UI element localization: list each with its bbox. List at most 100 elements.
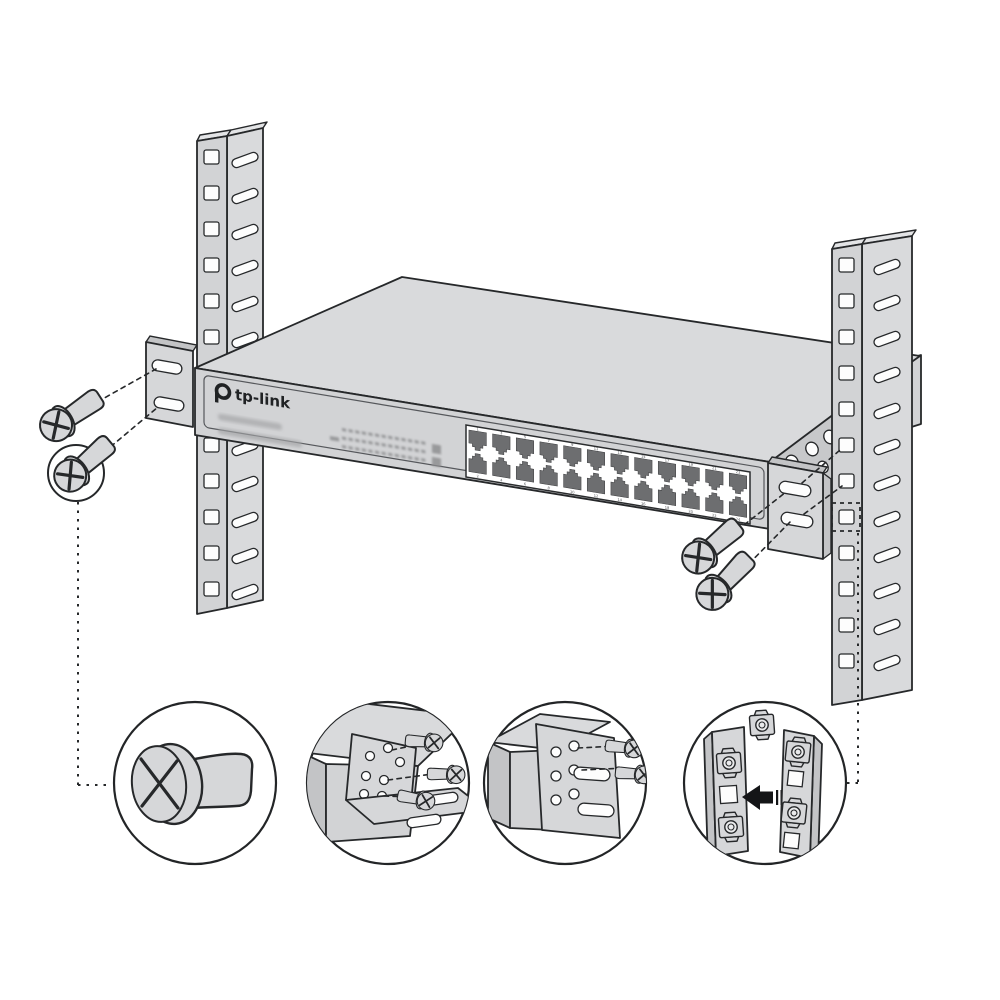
- rail-slot-hole: [231, 511, 259, 529]
- port-number: 13: [617, 450, 622, 455]
- rail-square-hole: [203, 149, 220, 165]
- port-number: 1: [477, 427, 479, 431]
- rail-slot-hole: [231, 187, 259, 205]
- rj45-port: [563, 468, 582, 491]
- rail-square-hole: [203, 545, 220, 561]
- callout-bracket-front: [482, 700, 648, 866]
- rail-slot-hole: [231, 583, 259, 601]
- port-number: 18: [665, 506, 670, 511]
- port-number: 23: [736, 470, 741, 475]
- rj45-port: [586, 449, 605, 471]
- rail-slot-hole: [873, 294, 901, 312]
- rj45-port: [586, 472, 605, 495]
- rail-square-hole: [838, 509, 855, 525]
- rj45-port: [634, 480, 653, 503]
- rail-square-hole: [838, 473, 855, 489]
- port-number: 20: [688, 509, 693, 514]
- rail-slot-hole: [231, 223, 259, 241]
- mounting-bracket-right: [767, 456, 832, 560]
- rj45-port: [705, 492, 724, 514]
- rj45-port: [468, 453, 487, 475]
- rail-square-hole: [838, 365, 855, 381]
- rail-square-hole: [838, 653, 855, 669]
- rail-slot-hole: [873, 654, 901, 672]
- port-number: 14: [617, 498, 622, 503]
- callout-screw-detail: [112, 700, 278, 866]
- rj45-port: [728, 472, 747, 495]
- rail-square-hole: [203, 257, 220, 273]
- port-number: 21: [712, 466, 717, 471]
- rail-square-hole: [838, 401, 855, 417]
- port-number: 2: [477, 474, 479, 478]
- model-text-blurred: [218, 413, 302, 448]
- rail-slot-hole: [873, 510, 901, 528]
- cage-nut-hole-highlight: [831, 502, 861, 532]
- insert-arrow-icon: [742, 785, 773, 810]
- port-number: 16: [641, 502, 646, 507]
- rail-square-hole: [838, 293, 855, 309]
- rail-square-hole: [203, 293, 220, 309]
- mounting-bracket-left: [145, 335, 198, 428]
- rj45-port: [681, 488, 700, 510]
- port-number: 11: [594, 447, 599, 452]
- rail-slot-hole: [873, 618, 901, 636]
- rj45-port: [515, 461, 534, 483]
- rail-square-hole: [203, 329, 220, 345]
- rack-rail-right: [831, 229, 917, 706]
- rail-slot-hole: [873, 438, 901, 456]
- rail-square-hole: [838, 329, 855, 345]
- rj45-port: [492, 457, 511, 479]
- rail-slot-hole: [231, 331, 259, 349]
- rail-square-hole: [838, 437, 855, 453]
- rail-square-hole: [203, 581, 220, 597]
- callout-cage-nut-install: [682, 700, 848, 866]
- port-number: 4: [500, 478, 503, 482]
- rj45-port: [657, 461, 676, 483]
- port-number: 8: [548, 486, 551, 490]
- rj45-port: [468, 429, 487, 452]
- rj45-port: [539, 464, 558, 487]
- rail-slot-hole: [873, 258, 901, 276]
- rail-square-hole: [838, 257, 855, 273]
- port-number: 19: [688, 462, 693, 467]
- rj45-port: [492, 433, 511, 456]
- rj45-port: [563, 445, 582, 467]
- rail-square-hole: [203, 221, 220, 237]
- rail-square-hole: [203, 509, 220, 525]
- rj45-port: [634, 457, 653, 479]
- led-legend-blurred: [330, 428, 441, 468]
- rail-square-hole: [203, 437, 220, 453]
- rail-slot-hole: [873, 402, 901, 420]
- port-number: 12: [594, 494, 599, 499]
- port-number: 6: [524, 482, 527, 486]
- rail-square-hole: [838, 545, 855, 561]
- rail-square-hole: [203, 185, 220, 201]
- port-number: 7: [548, 439, 550, 443]
- rail-slot-hole: [873, 366, 901, 384]
- rail-slot-hole: [231, 151, 259, 169]
- callout-bracket-side: [305, 700, 471, 866]
- rj45-port: [610, 453, 629, 475]
- rj45-port: [515, 437, 534, 459]
- port-number: 5: [524, 435, 526, 439]
- callout-connector-lines: [77, 502, 859, 786]
- rail-slot-hole: [231, 547, 259, 565]
- rj45-port: [539, 441, 558, 463]
- port-number: 24: [736, 517, 741, 522]
- rail-square-hole: [203, 473, 220, 489]
- port-number: 10: [570, 490, 575, 495]
- rj45-port: [728, 496, 747, 518]
- port-number: 3: [500, 431, 502, 435]
- rail-slot-hole: [873, 330, 901, 348]
- rj45-port: [657, 484, 676, 507]
- rail-slot-hole: [873, 582, 901, 600]
- rail-slot-hole: [873, 546, 901, 564]
- rail-square-hole: [838, 617, 855, 633]
- port-number: 22: [712, 513, 717, 518]
- port-number: 15: [641, 454, 646, 459]
- rail-slot-hole: [231, 295, 259, 313]
- rail-square-hole: [838, 581, 855, 597]
- rail-slot-hole: [873, 474, 901, 492]
